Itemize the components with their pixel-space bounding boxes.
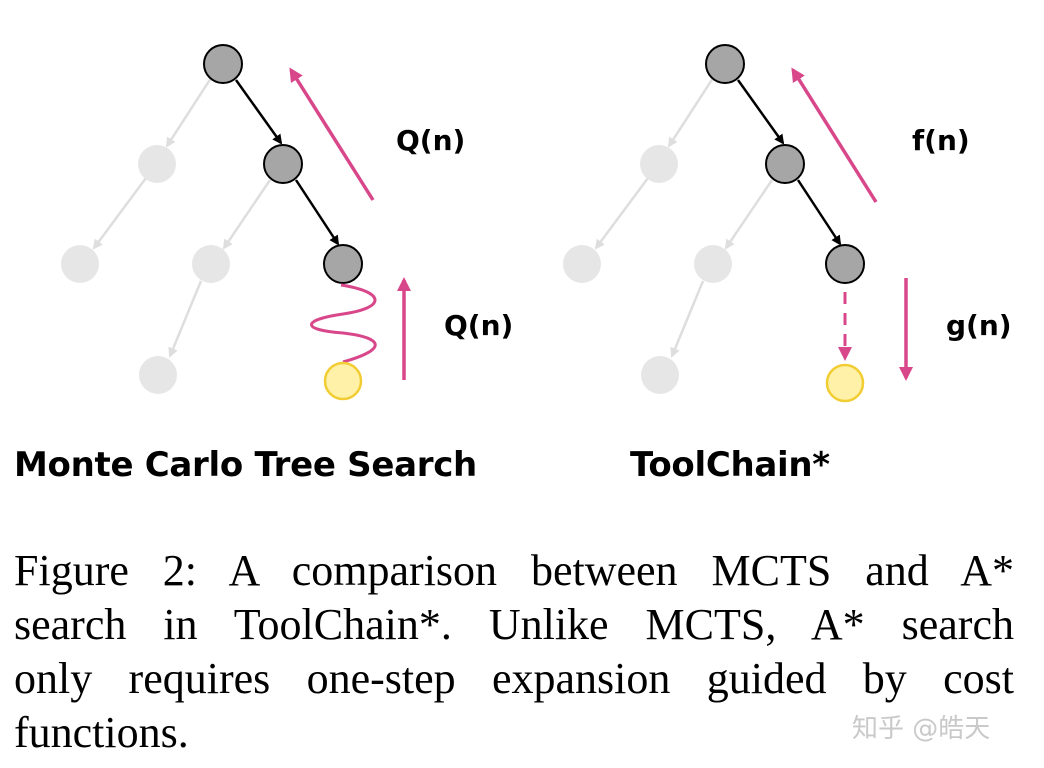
selection-edge [736, 79, 785, 145]
backprop-arrow-upper [289, 67, 375, 201]
leaf-node [825, 244, 865, 284]
caption-line: functions. [14, 708, 189, 757]
watermark: 知乎 @皓天 [852, 714, 991, 744]
faded-node [694, 245, 732, 283]
mcts-panel-title: Monte Carlo Tree Search [14, 445, 477, 485]
mcts-vs-astar-diagram: Q(n) Q(n) f(n) g(n) [61, 44, 1012, 403]
selection-edge [294, 179, 340, 246]
rollout-squiggle [310, 283, 377, 364]
faded-edge [222, 179, 272, 250]
toolchain-f-label: f(n) [912, 124, 970, 157]
root-node [203, 44, 243, 84]
faded-edge [168, 280, 203, 358]
mcts-lower-value-label: Q(n) [444, 309, 513, 342]
figure-caption: Figure 2: A comparison between MCTS and … [14, 544, 1014, 760]
toolchain-panel-title: ToolChain* [630, 445, 830, 485]
faded-node [139, 356, 177, 394]
caption-line: Figure 2: A comparison between MCTS and … [14, 546, 1014, 595]
faded-node [138, 145, 176, 183]
selected-node [263, 144, 303, 184]
caption-line: only requires one-step expansion guided … [14, 654, 1014, 703]
selection-edge [234, 79, 283, 145]
terminal-node [825, 363, 865, 403]
mcts-tree: Q(n) Q(n) [61, 44, 513, 401]
leaf-node [323, 244, 363, 284]
faded-edge [724, 179, 774, 250]
selection-edge [796, 179, 842, 246]
faded-node [640, 145, 678, 183]
terminal-node [323, 361, 363, 401]
faded-edge [670, 280, 705, 358]
faded-node [61, 245, 99, 283]
toolchain-g-label: g(n) [946, 309, 1012, 342]
toolchain-tree: f(n) g(n) [563, 44, 1012, 403]
faded-node [192, 245, 230, 283]
faded-edge [165, 77, 213, 148]
faded-node [563, 245, 601, 283]
faded-edge [667, 77, 715, 148]
f-cost-arrow [791, 67, 878, 203]
faded-edge [92, 177, 148, 250]
faded-node [641, 356, 679, 394]
selected-node [765, 144, 805, 184]
caption-line: search in ToolChain*. Unlike MCTS, A* se… [14, 600, 1014, 649]
root-node [705, 44, 745, 84]
mcts-upper-value-label: Q(n) [396, 124, 465, 157]
faded-edge [594, 177, 650, 250]
